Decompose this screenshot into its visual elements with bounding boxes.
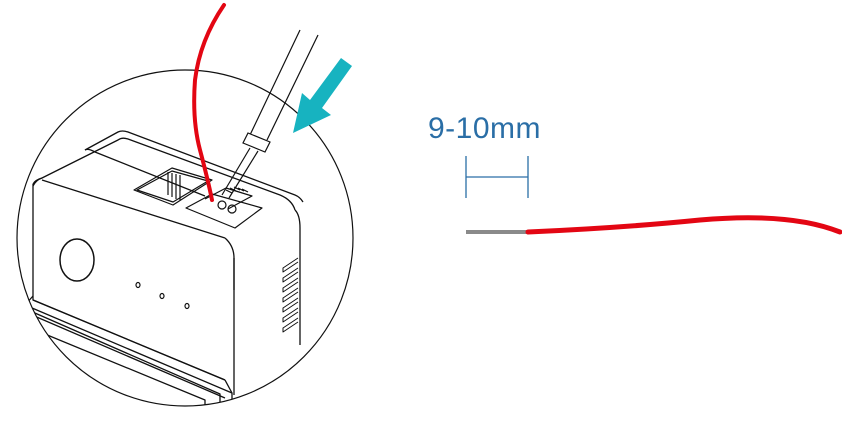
indicator-leds — [135, 281, 190, 310]
strip-length-label: 9-10mm — [428, 112, 542, 145]
red-wire-insulation — [525, 215, 842, 235]
press-arrow-icon — [293, 58, 352, 133]
vent-slots — [282, 257, 299, 333]
device-button — [59, 238, 95, 282]
screwdriver — [221, 29, 319, 199]
red-wire-inserted — [192, 3, 226, 202]
dimension-marker — [465, 156, 529, 198]
